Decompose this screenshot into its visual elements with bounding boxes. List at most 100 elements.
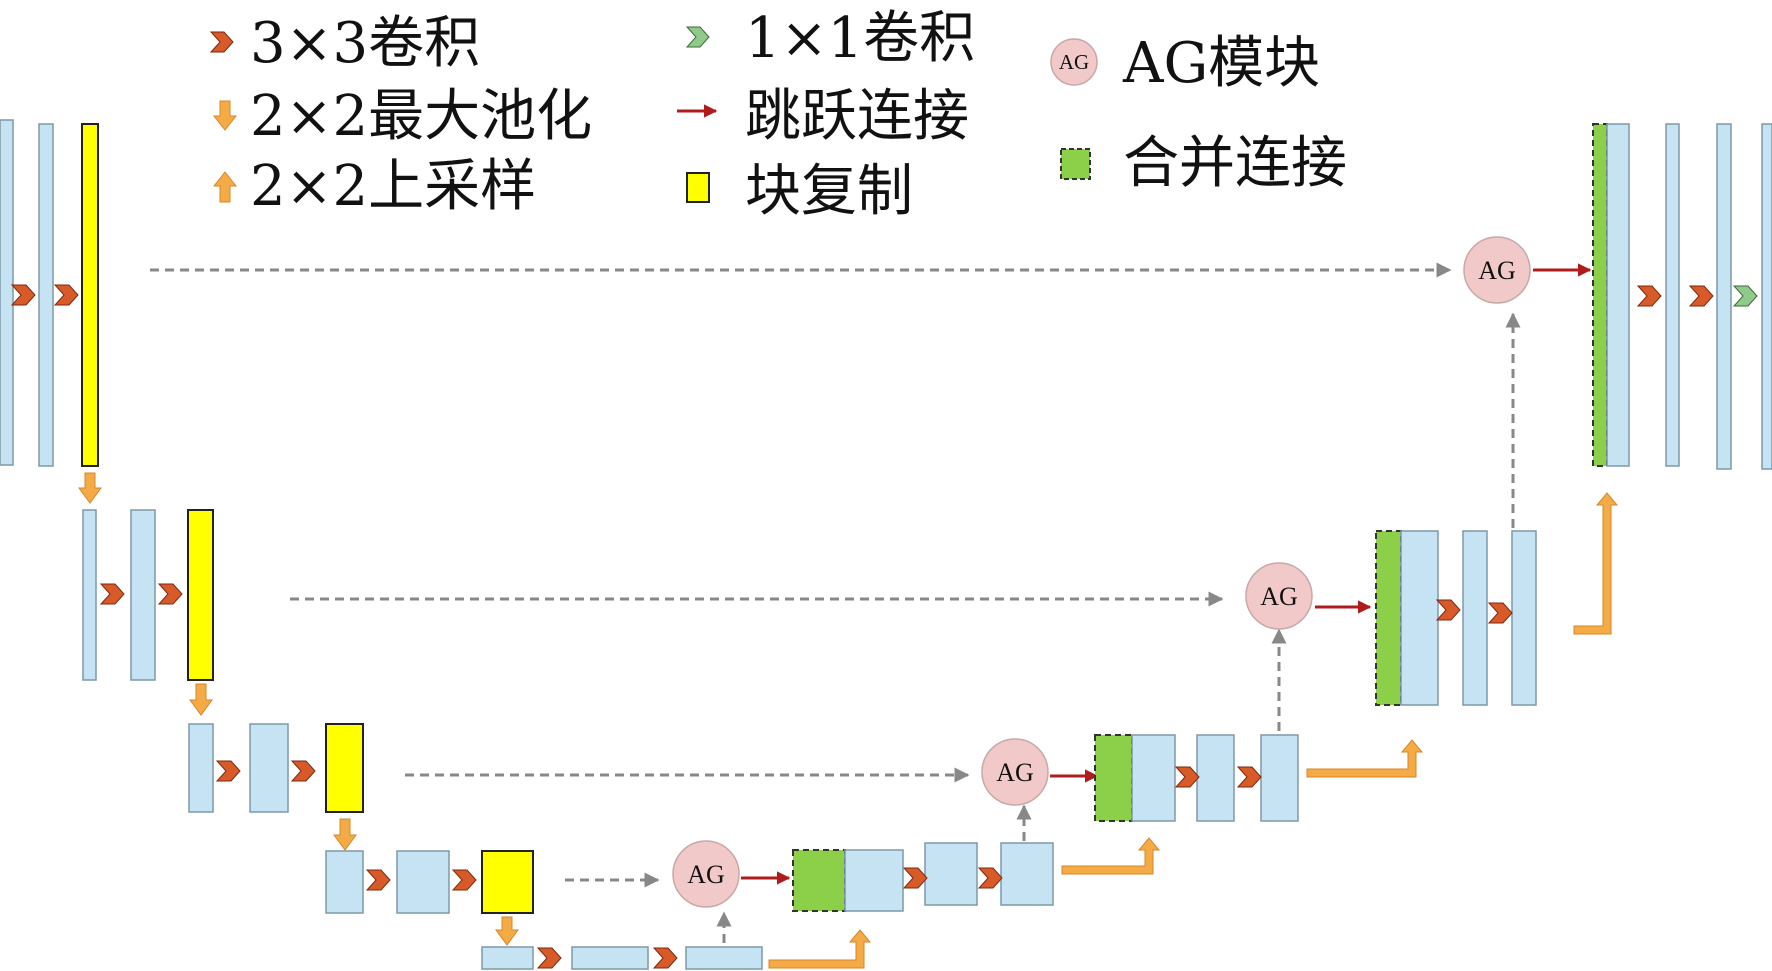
legend-concat: 合并连接 — [1060, 131, 1347, 196]
concat-block — [792, 849, 846, 912]
conv3-arrow-icon — [451, 869, 477, 891]
ag-module: AG — [1245, 562, 1313, 630]
ag-circle-icon — [1245, 562, 1313, 630]
feature-block — [82, 509, 97, 681]
decoder-level-3 — [1094, 734, 1299, 822]
ag-label: AG — [1478, 256, 1516, 285]
conv3-arrow-icon — [652, 947, 678, 969]
copy-block — [81, 123, 99, 467]
conv3-arrow-icon — [1487, 602, 1513, 624]
conv3-arrow-icon — [1435, 599, 1461, 621]
upsample-arrow-icon — [1573, 492, 1619, 635]
upsample-arrow-icon — [1061, 837, 1161, 875]
ag-module: AG — [672, 840, 740, 908]
conv1-arrow-icon — [1732, 285, 1758, 307]
concat-block — [1375, 530, 1402, 706]
legend-conv1: 1×1卷积 — [685, 6, 975, 71]
ag-circle-icon — [981, 738, 1049, 806]
legend-label: 合并连接 — [1123, 131, 1347, 196]
upsample-arrow-icon — [1306, 739, 1424, 778]
attention-gates: AG AG AG AG — [672, 236, 1531, 908]
copy-block — [325, 723, 364, 813]
ag-circle-icon — [1050, 38, 1098, 86]
maxpool-arrow-icon — [333, 818, 357, 851]
ag-module: AG — [1463, 236, 1531, 304]
conv1-arrow-icon — [685, 26, 710, 48]
legend-maxpool: 2×2最大池化 — [212, 84, 592, 149]
conv3-arrow-icon — [1174, 766, 1200, 788]
ag-label: AG — [996, 758, 1034, 787]
legend-label: 2×2上采样 — [250, 154, 536, 219]
feature-block — [325, 850, 364, 914]
legend-label: 跳跃连接 — [745, 84, 969, 149]
ag-label: AG — [687, 860, 725, 889]
conv3-arrow-icon — [157, 583, 183, 605]
decoder-level-2 — [1375, 530, 1537, 706]
conv3-arrow-icon — [902, 867, 928, 889]
skip-connections — [150, 262, 1521, 943]
copy-block-icon — [686, 172, 710, 203]
upsample-arrow-icon — [768, 929, 872, 969]
conv3-arrow-icon — [1236, 766, 1262, 788]
conv3-arrow-icon — [1636, 285, 1662, 307]
encoder-level-4 — [325, 850, 534, 914]
maxpool-arrow-icon — [78, 472, 102, 504]
conv3-arrow-icon — [53, 284, 79, 306]
conv3-arrow-icon — [209, 31, 234, 53]
legend-label: 2×2最大池化 — [250, 84, 592, 149]
encoder-level-3 — [188, 723, 364, 813]
feature-block — [249, 723, 289, 813]
legend-label: 1×1卷积 — [745, 6, 975, 71]
feature-block — [38, 123, 54, 467]
upsample-arrows — [768, 492, 1619, 969]
decoder-level-1 — [1592, 123, 1772, 470]
feature-block — [1462, 530, 1488, 706]
bottleneck — [481, 946, 763, 970]
concat-block-icon — [1060, 148, 1091, 180]
feature-block — [1260, 734, 1299, 822]
legend: 3×3卷积 2×2最大池化 2×2上采样 1×1卷积 跳跃连接 块复制 AG A… — [209, 6, 1347, 224]
legend-ag: AG AG模块 — [1050, 31, 1320, 96]
feature-block — [1131, 734, 1176, 822]
decoder — [792, 123, 1772, 912]
legend-upsample: 2×2上采样 — [212, 154, 536, 219]
encoder — [0, 119, 763, 970]
conv3-arrow-icon — [99, 583, 125, 605]
feature-block — [481, 946, 534, 970]
feature-block — [1606, 123, 1630, 467]
feature-block — [571, 946, 649, 970]
legend-conv3: 3×3卷积 — [209, 11, 480, 76]
concat-block — [1094, 734, 1133, 822]
feature-block — [1511, 530, 1537, 706]
maxpool-arrow-icon — [189, 683, 213, 716]
feature-block — [0, 119, 14, 466]
conv3-arrow-icon — [290, 760, 316, 782]
legend-copy: 块复制 — [686, 159, 913, 224]
feature-block — [396, 850, 450, 914]
conv3-arrow-icon — [1688, 285, 1714, 307]
maxpool-arrow-icon — [495, 916, 519, 946]
concat-block — [1592, 123, 1608, 467]
ag-output-arrows — [741, 263, 1592, 885]
ag-circle-icon — [1463, 236, 1531, 304]
ag-circle-icon — [672, 840, 740, 908]
feature-block — [130, 509, 156, 681]
encoder-level-2 — [82, 509, 214, 681]
feature-block — [844, 849, 904, 912]
upsample-arrow-icon — [212, 171, 238, 203]
copy-block — [187, 509, 214, 681]
conv3-arrow-icon — [215, 760, 241, 782]
legend-label: 3×3卷积 — [250, 11, 480, 76]
maxpool-arrow-icon — [212, 100, 238, 131]
copy-block — [481, 850, 534, 914]
legend-skip: 跳跃连接 — [677, 84, 969, 149]
feature-block — [685, 946, 763, 970]
feature-block — [1716, 123, 1732, 470]
ag-label: AG — [1059, 50, 1089, 74]
conv3-arrow-icon — [977, 867, 1003, 889]
ag-module: AG — [981, 738, 1049, 806]
ag-label: AG — [1260, 582, 1298, 611]
feature-block — [1665, 123, 1680, 467]
conv3-arrow-icon — [10, 284, 36, 306]
